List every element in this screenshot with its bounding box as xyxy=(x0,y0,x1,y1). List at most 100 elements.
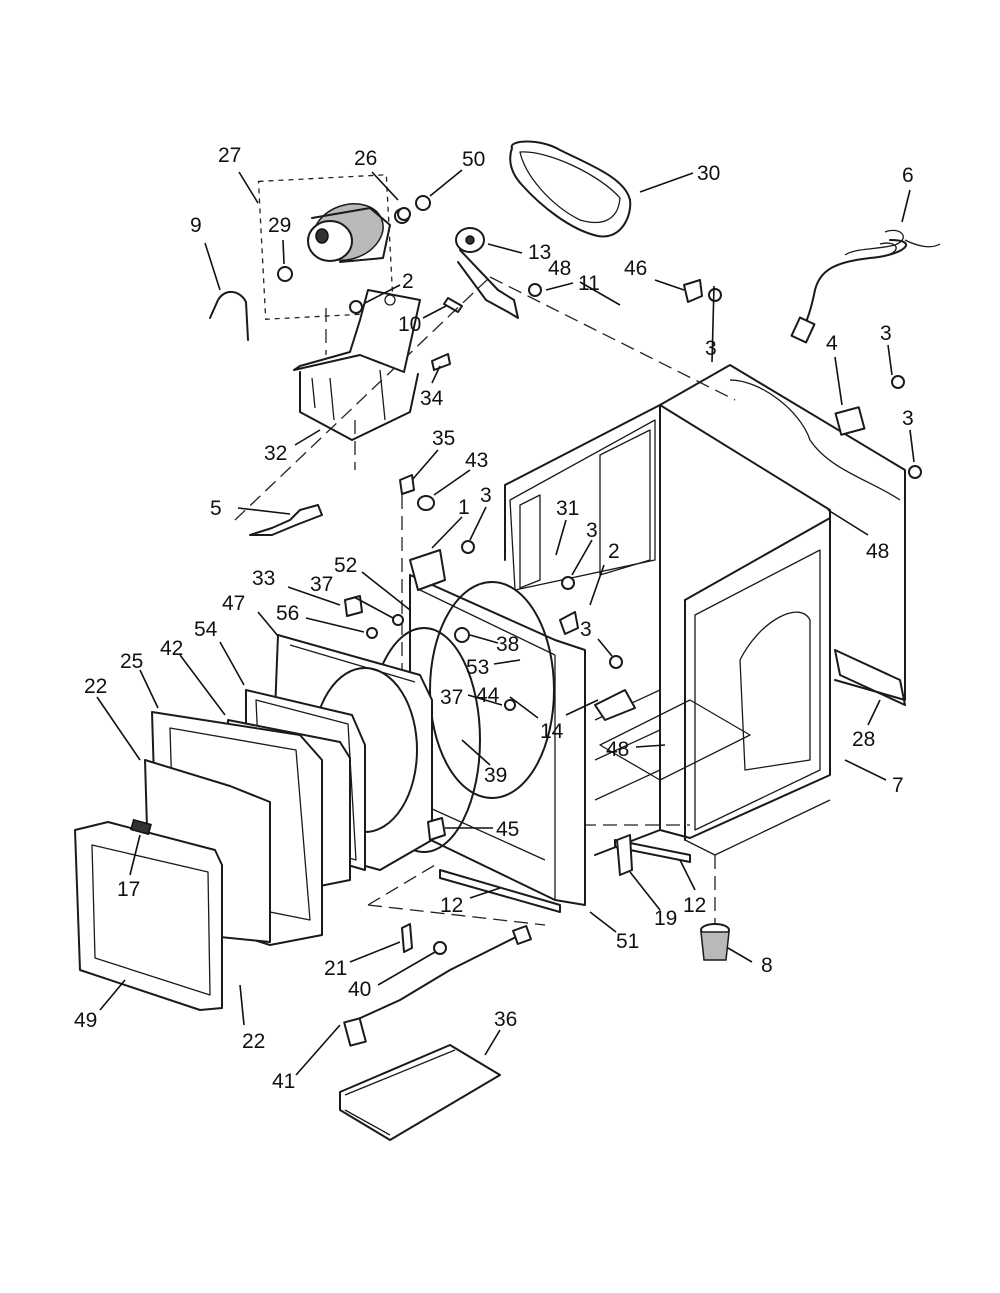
callout-22-top: 22 xyxy=(84,675,107,698)
parts xyxy=(74,140,941,1141)
leader-56 xyxy=(305,617,365,633)
leader-3e xyxy=(571,539,593,576)
callout-25: 25 xyxy=(120,650,143,673)
callout-22-bottom: 22 xyxy=(242,1030,265,1053)
leader-29 xyxy=(282,239,285,265)
callout-13: 13 xyxy=(528,241,551,264)
leader-2b xyxy=(589,564,605,606)
callout-28: 28 xyxy=(852,728,875,751)
callout-41: 41 xyxy=(272,1070,295,1093)
leader-26 xyxy=(371,171,399,201)
rear-base-strip xyxy=(834,649,906,706)
leader-6 xyxy=(901,189,911,223)
callout-19: 19 xyxy=(654,907,677,930)
callout-4: 4 xyxy=(826,332,838,355)
leader-17 xyxy=(129,834,141,876)
callout-30: 30 xyxy=(697,162,720,185)
callout-3-mid: 3 xyxy=(480,484,492,507)
callout-17: 17 xyxy=(117,878,140,901)
callout-35: 35 xyxy=(432,427,455,450)
leader-8 xyxy=(727,947,753,963)
leader-2a xyxy=(364,284,401,304)
leader-47 xyxy=(257,611,279,637)
callout-8: 8 xyxy=(761,954,773,977)
door-frame xyxy=(74,818,223,1011)
callout-2-top: 2 xyxy=(402,270,414,293)
bracket-14 xyxy=(594,689,636,721)
leader-lines xyxy=(96,169,915,1076)
callout-39: 39 xyxy=(484,764,507,787)
callout-48-right: 48 xyxy=(866,540,889,563)
motor-clip xyxy=(209,291,249,341)
callout-3-lower: 3 xyxy=(580,618,592,641)
leader-31 xyxy=(555,519,567,556)
leveling-foot xyxy=(700,923,730,961)
motor-shaft-nut xyxy=(277,266,293,282)
clip-2-lower xyxy=(559,611,579,635)
leader-3d xyxy=(469,506,487,541)
callout-7: 7 xyxy=(892,774,904,797)
leader-19 xyxy=(629,871,661,911)
callout-45: 45 xyxy=(496,818,519,841)
guide-top-panel xyxy=(489,276,736,401)
screw-37-bottom xyxy=(504,699,516,711)
leader-28 xyxy=(867,699,881,726)
callout-9: 9 xyxy=(190,214,202,237)
bearing-38 xyxy=(454,627,470,643)
leader-50 xyxy=(429,169,463,197)
bracket-19 xyxy=(616,834,633,876)
leader-39 xyxy=(461,739,491,766)
idler-spring xyxy=(443,297,463,313)
callout-3-right-top: 3 xyxy=(880,322,892,345)
callout-47: 47 xyxy=(222,592,245,615)
callout-32: 32 xyxy=(264,442,287,465)
callout-14: 14 xyxy=(540,720,564,743)
clip-45 xyxy=(427,817,446,841)
nut-50 xyxy=(415,195,431,211)
callout-50: 50 xyxy=(462,148,485,171)
clip-46 xyxy=(683,279,703,303)
screw-56 xyxy=(366,627,378,639)
leader-11 xyxy=(545,282,574,291)
leader-37a xyxy=(353,596,394,619)
leader-3a xyxy=(711,285,715,363)
front-bulkhead xyxy=(409,549,586,906)
callout-33: 33 xyxy=(252,567,275,590)
screw-40 xyxy=(433,941,447,955)
leader-4 xyxy=(834,356,843,406)
callout-31: 31 xyxy=(556,497,579,520)
screw-3-mid xyxy=(461,540,475,554)
callout-1: 1 xyxy=(458,496,470,519)
leader-22a xyxy=(96,696,141,761)
bolt-11 xyxy=(528,283,542,297)
clip-43 xyxy=(417,495,435,511)
leader-44 xyxy=(509,696,539,719)
leader-27 xyxy=(238,171,259,204)
leader-25 xyxy=(139,669,159,709)
leader-3c xyxy=(909,429,915,463)
power-cord xyxy=(790,229,941,344)
leader-22b xyxy=(239,984,245,1026)
callout-12-rear: 12 xyxy=(683,894,706,917)
leader-5 xyxy=(237,507,291,515)
drive-belt-inner xyxy=(519,151,621,224)
leader-35 xyxy=(411,449,439,481)
bearing-35 xyxy=(399,474,415,495)
callout-51: 51 xyxy=(616,930,639,953)
callout-52: 52 xyxy=(334,554,357,577)
leader-51 xyxy=(589,911,617,933)
hinge-21 xyxy=(401,923,413,953)
callout-36: 36 xyxy=(494,1008,517,1031)
leader-43 xyxy=(433,469,471,496)
wire-harness xyxy=(249,504,323,536)
callout-48-lower: 48 xyxy=(606,738,629,761)
screw-3-lower xyxy=(609,655,623,669)
washer-26 xyxy=(397,207,411,221)
leader-38 xyxy=(469,634,499,644)
pin-34 xyxy=(431,353,451,371)
leader-54 xyxy=(219,641,245,686)
callout-21: 21 xyxy=(324,957,347,980)
leader-32 xyxy=(294,429,321,446)
clip-33 xyxy=(344,595,363,617)
